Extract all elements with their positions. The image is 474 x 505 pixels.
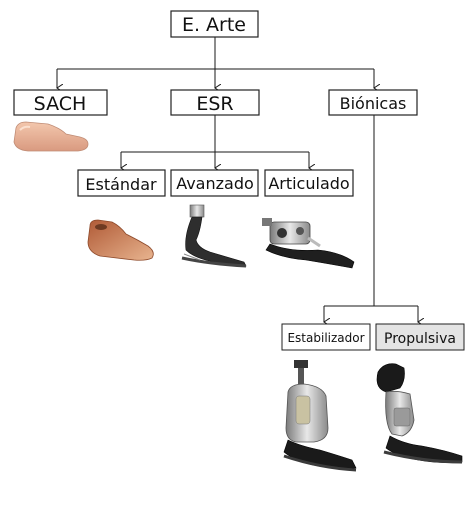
standard-foot-image xyxy=(87,219,154,261)
node-propulsive: Propulsiva xyxy=(375,323,465,351)
node-advanced: Avanzado xyxy=(170,169,259,197)
node-standard: Estándar xyxy=(77,169,166,197)
stabilizer-foot-image xyxy=(283,360,357,472)
node-standard-label: Estándar xyxy=(85,175,157,194)
node-articulated: Articulado xyxy=(264,169,354,197)
node-bionic: Biónicas xyxy=(328,89,418,116)
connectors xyxy=(57,37,418,322)
node-esr: ESR xyxy=(170,89,260,116)
propulsive-foot-image xyxy=(376,363,463,464)
node-stabilizer-label: Estabilizador xyxy=(287,331,364,345)
node-advanced-label: Avanzado xyxy=(176,174,254,193)
advanced-foot-image xyxy=(181,204,247,268)
articulated-foot-image xyxy=(262,218,355,269)
node-root-label: E. Arte xyxy=(182,14,246,36)
node-sach: SACH xyxy=(13,89,108,116)
node-articulated-label: Articulado xyxy=(268,174,349,193)
node-root: E. Arte xyxy=(170,10,259,38)
node-esr-label: ESR xyxy=(196,93,233,115)
node-propulsive-label: Propulsiva xyxy=(384,331,456,347)
node-stabilizer: Estabilizador xyxy=(281,323,371,351)
node-sach-label: SACH xyxy=(34,93,87,115)
sach-foot-image xyxy=(13,121,89,152)
node-bionic-label: Biónicas xyxy=(340,94,407,113)
